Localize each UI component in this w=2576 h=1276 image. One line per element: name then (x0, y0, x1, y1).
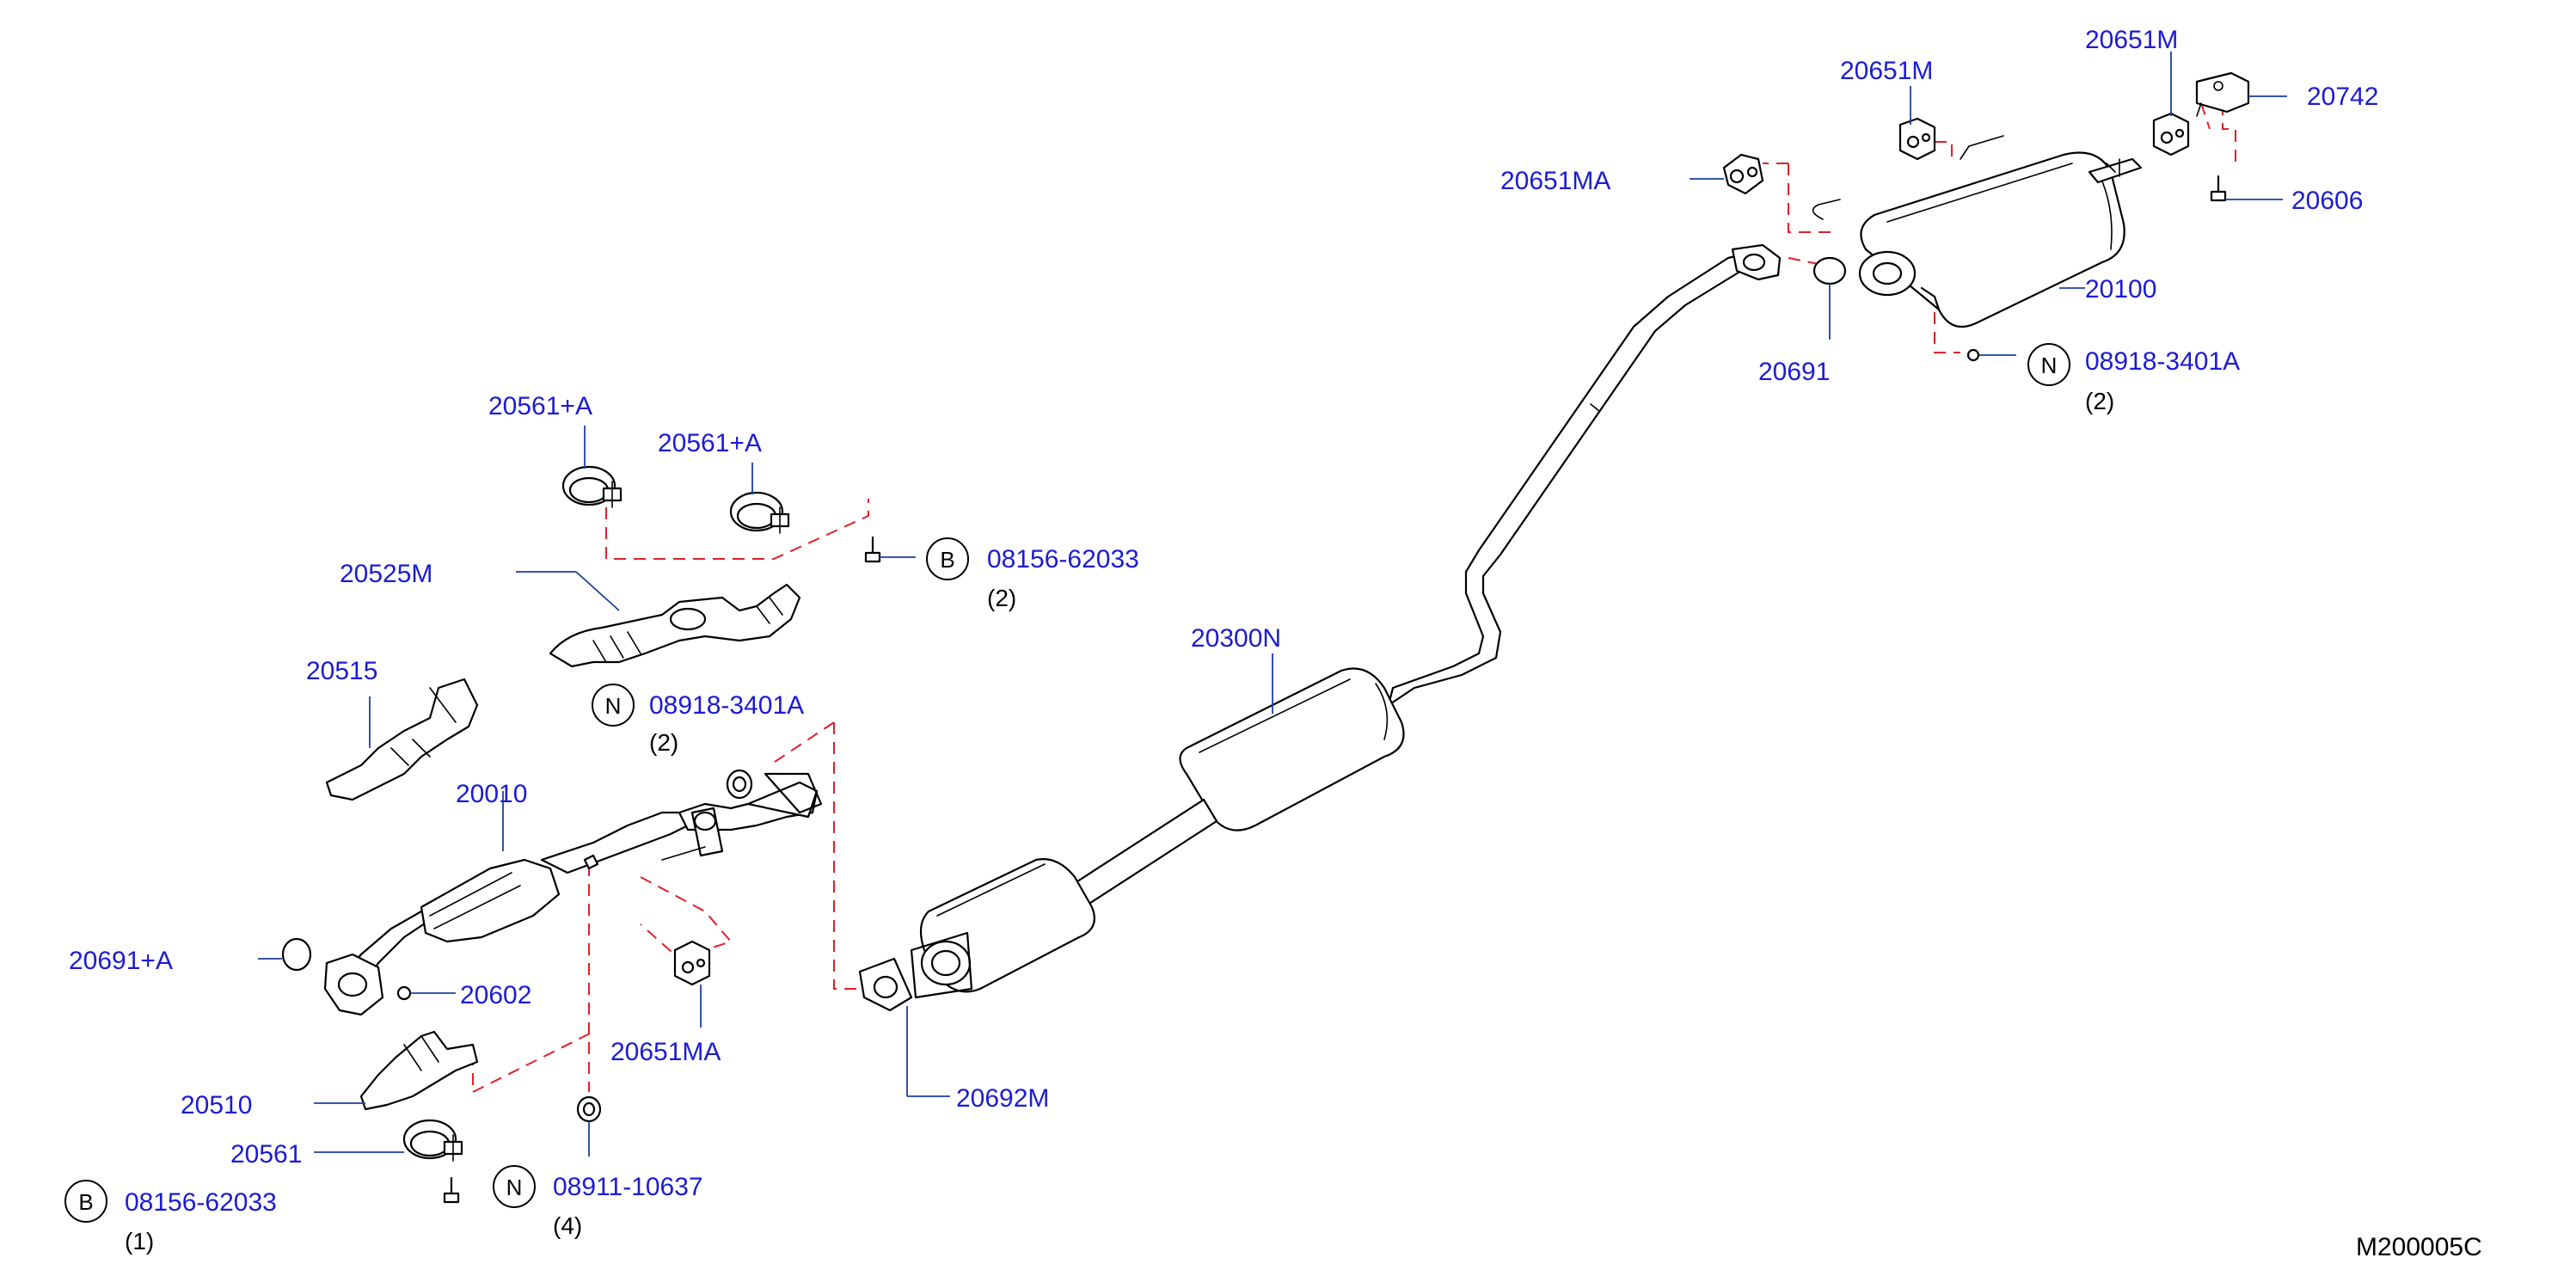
nut-right-shape (1966, 348, 1980, 362)
part-label-20100[interactable]: 20100 (2085, 275, 2156, 304)
quantity-labels: (2) (2) (2) (4) (1) (125, 388, 2114, 1255)
part-label-08156-62033-top[interactable]: 08156-62033 (987, 545, 1139, 574)
badge-n-left: N (592, 684, 635, 727)
bolt-top-shape (864, 536, 881, 563)
qty-bottom-bolt: (1) (125, 1228, 154, 1255)
bolt-20606-shape (2210, 175, 2227, 202)
part-label-08156-62033-bottom[interactable]: 08156-62033 (125, 1188, 277, 1217)
part-label-20691a[interactable]: 20691+A (69, 947, 173, 975)
clamp-20561-shape (402, 1119, 463, 1162)
heat-shield-20510-shape (359, 1030, 479, 1111)
qty-bottom-nut: (4) (553, 1212, 582, 1239)
front-resonator (910, 858, 1095, 999)
badge-n-left-text: N (605, 693, 622, 719)
qty-top-bolt: (2) (987, 585, 1016, 611)
hanger-20651m-right-shape (2152, 112, 2190, 156)
heat-shield-20525m-shape (549, 583, 801, 668)
hanger-20651m-center-shape (1898, 117, 1936, 161)
diagram-code: M200005C (2356, 1233, 2482, 1261)
part-label-20651m-right[interactable]: 20651M (2085, 26, 2178, 54)
badge-n-right-text: N (2041, 353, 2058, 378)
part-label-20010[interactable]: 20010 (456, 780, 527, 808)
center-pipe-20300n (1387, 252, 1756, 707)
nut-left-shape (726, 769, 753, 800)
part-label-20651ma-bottom[interactable]: 20651MA (610, 1038, 721, 1066)
part-label-20525m[interactable]: 20525M (340, 560, 432, 588)
badge-b-top: B (926, 537, 969, 580)
part-label-20561a-right[interactable]: 20561+A (658, 429, 762, 457)
part-label-08918-3401a-right[interactable]: 08918-3401A (2085, 347, 2240, 376)
part-label-20561a-left[interactable]: 20561+A (488, 392, 592, 420)
part-labels[interactable]: 20651M 20651M 20742 20651MA 20606 20100 … (69, 26, 2378, 1217)
clamp-20561a-left-shape (561, 465, 623, 508)
badge-n-bottom: N (493, 1165, 536, 1208)
gasket-20692m (858, 957, 913, 1012)
part-label-20602[interactable]: 20602 (460, 981, 531, 1009)
front-flange-shape (323, 953, 384, 1016)
part-label-20300n[interactable]: 20300N (1191, 624, 1281, 653)
front-pipe-20010-shape (338, 772, 823, 991)
part-label-20515[interactable]: 20515 (306, 657, 377, 685)
center-resonator (1179, 667, 1405, 831)
badge-n-bottom-text: N (506, 1175, 523, 1200)
part-label-20742[interactable]: 20742 (2307, 83, 2378, 111)
part-label-08911-10637[interactable]: 08911-10637 (553, 1173, 703, 1201)
badge-b-bottom-text: B (78, 1189, 93, 1215)
part-label-20651m-center[interactable]: 20651M (1840, 57, 1933, 85)
hanger-20651ma-bottom-shape (673, 940, 711, 986)
part-label-20561[interactable]: 20561 (230, 1140, 302, 1169)
part-label-20651ma-top[interactable]: 20651MA (1500, 167, 1610, 195)
badge-n-right: N (2027, 343, 2070, 386)
qty-left-nut: (2) (649, 729, 678, 756)
gasket-20691a-shape (281, 937, 312, 972)
part-label-08918-3401a-left[interactable]: 08918-3401A (649, 691, 804, 720)
part-label-20510[interactable]: 20510 (181, 1091, 252, 1120)
part-label-20692m[interactable]: 20692M (956, 1084, 1049, 1113)
hanger-20651ma-top-shape (1722, 153, 1764, 195)
part-label-20691[interactable]: 20691 (1758, 358, 1830, 386)
qty-right-nut: (2) (2085, 388, 2114, 414)
bracket-20742-shape (2195, 71, 2250, 117)
gasket-20691-shape (1812, 256, 1847, 285)
badge-b-top-text: B (940, 547, 954, 573)
clamp-20561a-right-shape (729, 491, 790, 534)
badge-b-bottom: B (64, 1180, 107, 1223)
nut-bottom-shape (576, 1095, 602, 1123)
nut-20602-shape (396, 985, 412, 1001)
leader-lines (258, 52, 2287, 1156)
rear-muffler (1812, 135, 2143, 328)
heat-shield-20515-shape (325, 678, 479, 801)
line-art (281, 71, 2250, 1204)
part-label-20606[interactable]: 20606 (2291, 187, 2363, 215)
bolt-bottom-shape (443, 1176, 460, 1204)
